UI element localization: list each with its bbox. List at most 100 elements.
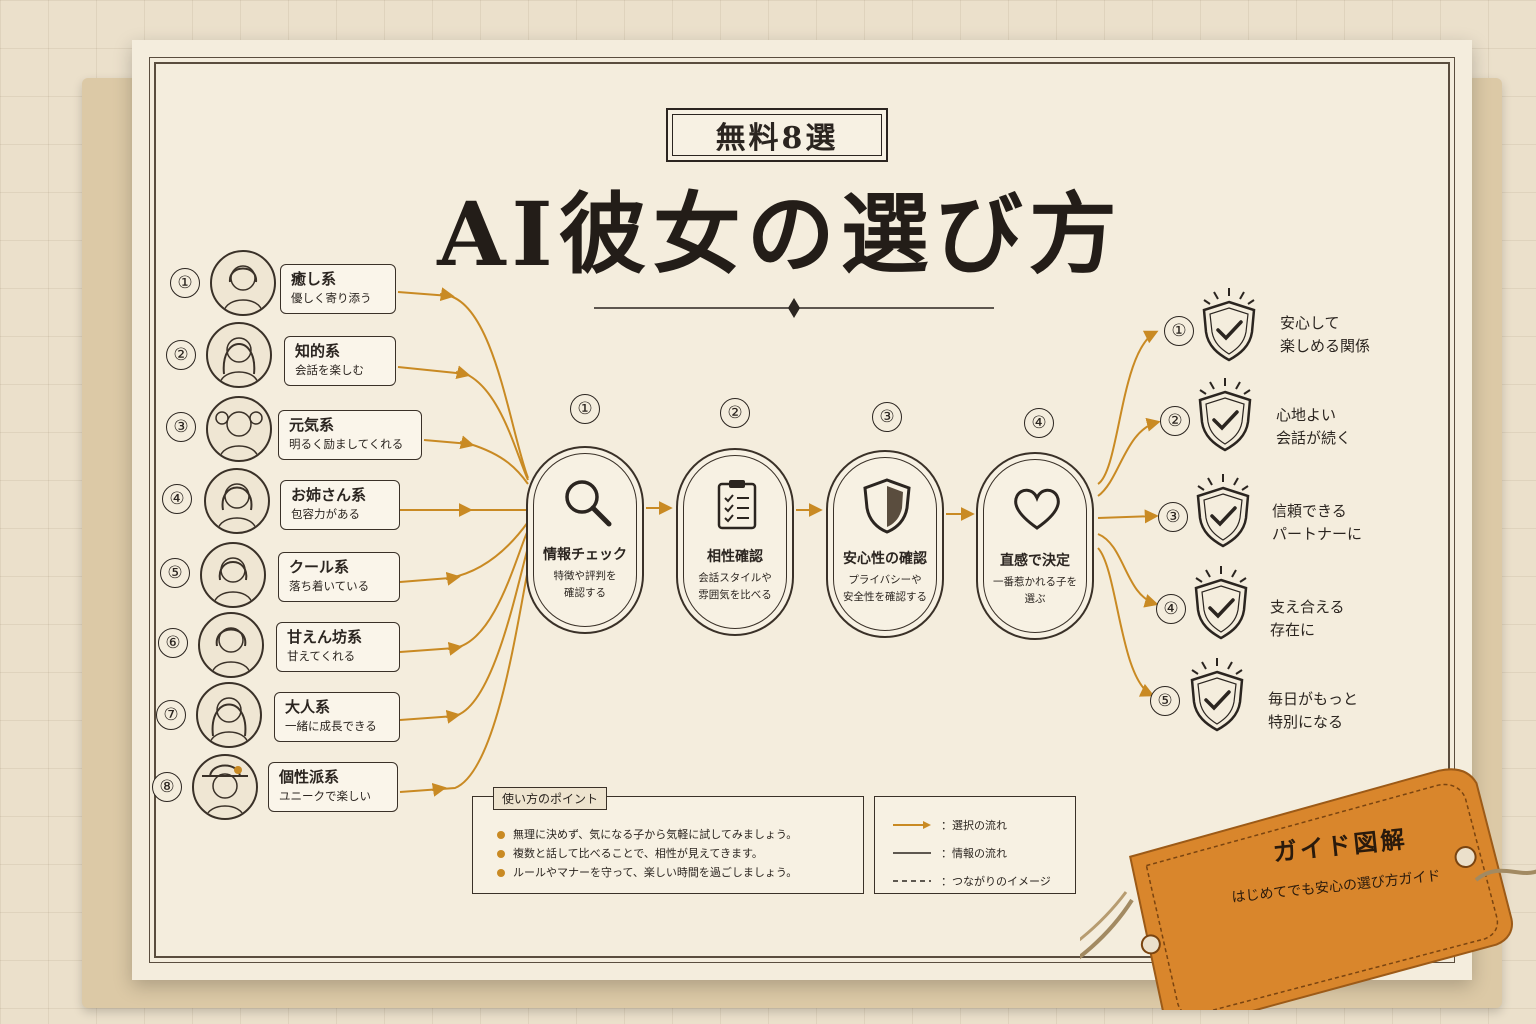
- tips-heading: 使い方のポイント: [493, 787, 608, 810]
- step-arrows: [646, 501, 975, 521]
- step-title: 直感で決定: [1000, 553, 1070, 569]
- guide-tag: ガイド図解 はじめてでも安心の選び方ガイド: [1080, 760, 1536, 1010]
- result-text: 信頼できる パートナーに: [1272, 502, 1363, 543]
- type-title: 癒し系: [291, 270, 337, 288]
- step-number: ①: [570, 394, 600, 424]
- shield-check-icon: [1196, 474, 1250, 548]
- result-text: 安心して 楽しめる関係: [1280, 314, 1371, 355]
- tips-box: 使い方のポイント 無理に決めず、気になる子から気軽に試してみましょう。 複数と話…: [472, 787, 864, 894]
- type-card: クール系落ち着いている: [278, 552, 400, 602]
- result-text: 毎日がもっと 特別になる: [1268, 690, 1359, 731]
- shield-check-icon: [1198, 378, 1252, 452]
- type-title: 大人系: [285, 698, 331, 716]
- result-text: 支え合える 存在に: [1270, 598, 1345, 639]
- type-title: クール系: [289, 558, 350, 576]
- type-number: ②: [166, 340, 196, 370]
- type-title: 元気系: [289, 416, 335, 434]
- type-card: 知的系会話を楽しむ: [284, 336, 396, 386]
- legend-row-connection: ：つながりのイメージ: [893, 873, 1051, 889]
- type-number: ⑦: [156, 700, 186, 730]
- avatar-icon: [206, 322, 272, 388]
- tip-item: ルールやマナーを守って、楽しい時間を過ごしましょう。: [497, 863, 797, 882]
- avatar-icon: [198, 612, 264, 678]
- avatar-icon: [192, 754, 258, 820]
- type-desc: ユニークで楽しい: [279, 789, 371, 803]
- type-card: 甘えん坊系甘えてくれる: [276, 622, 400, 672]
- shield-check-icon: [1190, 658, 1244, 732]
- step-number: ③: [872, 402, 902, 432]
- step-card-info-check: 情報チェック 特徴や評判を 確認する: [526, 446, 644, 634]
- type-card: 癒し系優しく寄り添う: [280, 264, 396, 314]
- shield-icon: [863, 478, 911, 534]
- type-to-step-lines: [397, 291, 533, 793]
- type-title: 知的系: [295, 342, 341, 360]
- type-number: ④: [162, 484, 192, 514]
- type-title: 個性派系: [279, 768, 340, 786]
- step-number: ②: [720, 398, 750, 428]
- type-desc: 包容力がある: [291, 507, 360, 521]
- type-desc: 会話を楽しむ: [295, 363, 364, 377]
- result-number: ②: [1160, 406, 1190, 436]
- step-to-result-lines: [1097, 330, 1161, 697]
- type-desc: 甘えてくれる: [287, 649, 356, 663]
- result-number: ③: [1158, 502, 1188, 532]
- magnifier-icon: [565, 480, 612, 527]
- step-title: 情報チェック: [543, 547, 627, 563]
- avatar-icon: [204, 468, 270, 534]
- type-number: ⑧: [152, 772, 182, 802]
- type-desc: 落ち着いている: [289, 579, 370, 593]
- avatar-icon: [200, 542, 266, 608]
- type-number: ⑤: [160, 558, 190, 588]
- legend-label: ：つながりのイメージ: [941, 875, 1051, 888]
- tip-item: 複数と話して比べることで、相性が見えてきます。: [497, 844, 797, 863]
- avatar-icon: [210, 250, 276, 316]
- legend-label: ：情報の流れ: [941, 847, 1007, 860]
- heart-icon: [1014, 488, 1060, 530]
- shield-check-icon: [1202, 288, 1256, 362]
- dashed-line-icon: [893, 880, 931, 882]
- legend-label: ：選択の流れ: [941, 819, 1007, 832]
- tips-list: 無理に決めず、気になる子から気軽に試してみましょう。 複数と話して比べることで、…: [497, 825, 797, 882]
- step-number: ④: [1024, 408, 1054, 438]
- step-card-safety: 安心性の確認 プライバシーや 安全性を確認する: [826, 450, 944, 638]
- type-desc: 明るく励ましてくれる: [289, 437, 404, 451]
- shield-check-icon: [1194, 566, 1248, 640]
- type-title: 甘えん坊系: [287, 628, 363, 646]
- free-8-badge: 無料8選: [666, 108, 888, 162]
- legend-row-info: ：情報の流れ: [893, 845, 1007, 861]
- arrowheads: [431, 287, 475, 797]
- step-desc: 一番惹かれる子を 選ぶ: [993, 576, 1077, 605]
- orange-arrow-icon: [893, 821, 931, 829]
- type-desc: 優しく寄り添う: [291, 291, 372, 305]
- legend-row-selection: ：選択の流れ: [893, 817, 1007, 833]
- result-number: ④: [1156, 594, 1186, 624]
- divider-ornament: [788, 298, 800, 318]
- step-title: 相性確認: [707, 549, 763, 565]
- page-title: AI彼女の選び方: [437, 182, 1123, 286]
- avatar-icon: [206, 396, 272, 462]
- legend-box: ：選択の流れ ：情報の流れ ：つながりのイメージ: [874, 796, 1076, 894]
- avatar-icon: [196, 682, 262, 748]
- result-text: 心地よい 会話が続く: [1276, 406, 1352, 447]
- step-desc: 会話スタイルや 雰囲気を比べる: [698, 572, 772, 601]
- type-desc: 一緒に成長できる: [285, 719, 377, 733]
- step-title: 安心性の確認: [843, 551, 927, 567]
- type-card: お姉さん系包容力がある: [280, 480, 400, 530]
- type-number: ⑥: [158, 628, 188, 658]
- tag-shape: [1080, 768, 1536, 1010]
- card-border: [149, 57, 1455, 963]
- result-number: ①: [1164, 316, 1194, 346]
- step-card-compatibility: 相性確認 会話スタイルや 雰囲気を比べる: [676, 448, 794, 636]
- step-card-decide: 直感で決定 一番惹かれる子を 選ぶ: [976, 452, 1094, 640]
- type-title: お姉さん系: [291, 486, 367, 504]
- type-card: 個性派系ユニークで楽しい: [268, 762, 398, 812]
- solid-line-icon: [893, 852, 931, 854]
- step-desc: 特徴や評判を 確認する: [553, 570, 617, 599]
- type-number: ①: [170, 268, 200, 298]
- type-card: 元気系明るく励ましてくれる: [278, 410, 422, 460]
- type-number: ③: [166, 412, 196, 442]
- step-desc: プライバシーや 安全性を確認する: [843, 574, 927, 603]
- result-number: ⑤: [1150, 686, 1180, 716]
- clipboard-icon: [717, 480, 757, 530]
- tip-item: 無理に決めず、気になる子から気軽に試してみましょう。: [497, 825, 797, 844]
